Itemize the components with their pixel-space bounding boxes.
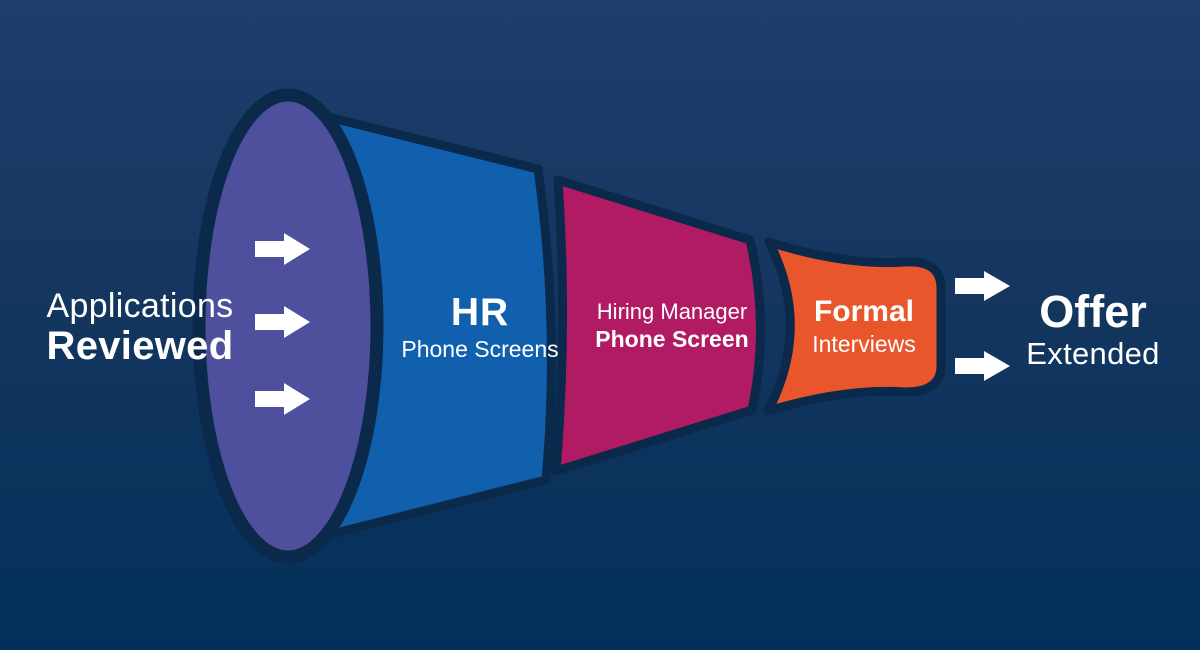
outflow-arrow-icon [955, 271, 1010, 301]
stage-hiring-manager-shape [551, 175, 765, 476]
left-label-line1: Applications [46, 287, 234, 325]
outflow-arrow-icon [955, 351, 1010, 381]
stage-label-formal-interviews: Formal Interviews [775, 295, 953, 358]
stage-hr-subtitle: Phone Screens [401, 336, 559, 363]
inflow-arrow-icon [255, 233, 310, 265]
stage-formal-subtitle: Interviews [812, 331, 916, 358]
right-label-line1: Offer [1039, 286, 1147, 337]
stage-label-hiring-manager: Hiring Manager Phone Screen [582, 300, 762, 352]
stage-formal-title: Formal [813, 295, 915, 328]
inflow-arrow-icon [255, 306, 310, 338]
stage-hiring-manager-subtitle: Phone Screen [595, 325, 749, 352]
stage-hiring-manager-title: Hiring Manager [596, 299, 748, 324]
stage-formal-interviews-shape [763, 237, 946, 416]
stage-hr-title: HR [450, 291, 510, 334]
right-label: Offer Extended [1013, 286, 1173, 371]
right-label-line2: Extended [1026, 335, 1160, 371]
left-label: Applications Reviewed [18, 288, 262, 368]
inflow-arrow-icon [255, 383, 310, 415]
stage-label-hr: HR Phone Screens [390, 291, 570, 363]
left-label-line2: Reviewed [46, 323, 234, 368]
